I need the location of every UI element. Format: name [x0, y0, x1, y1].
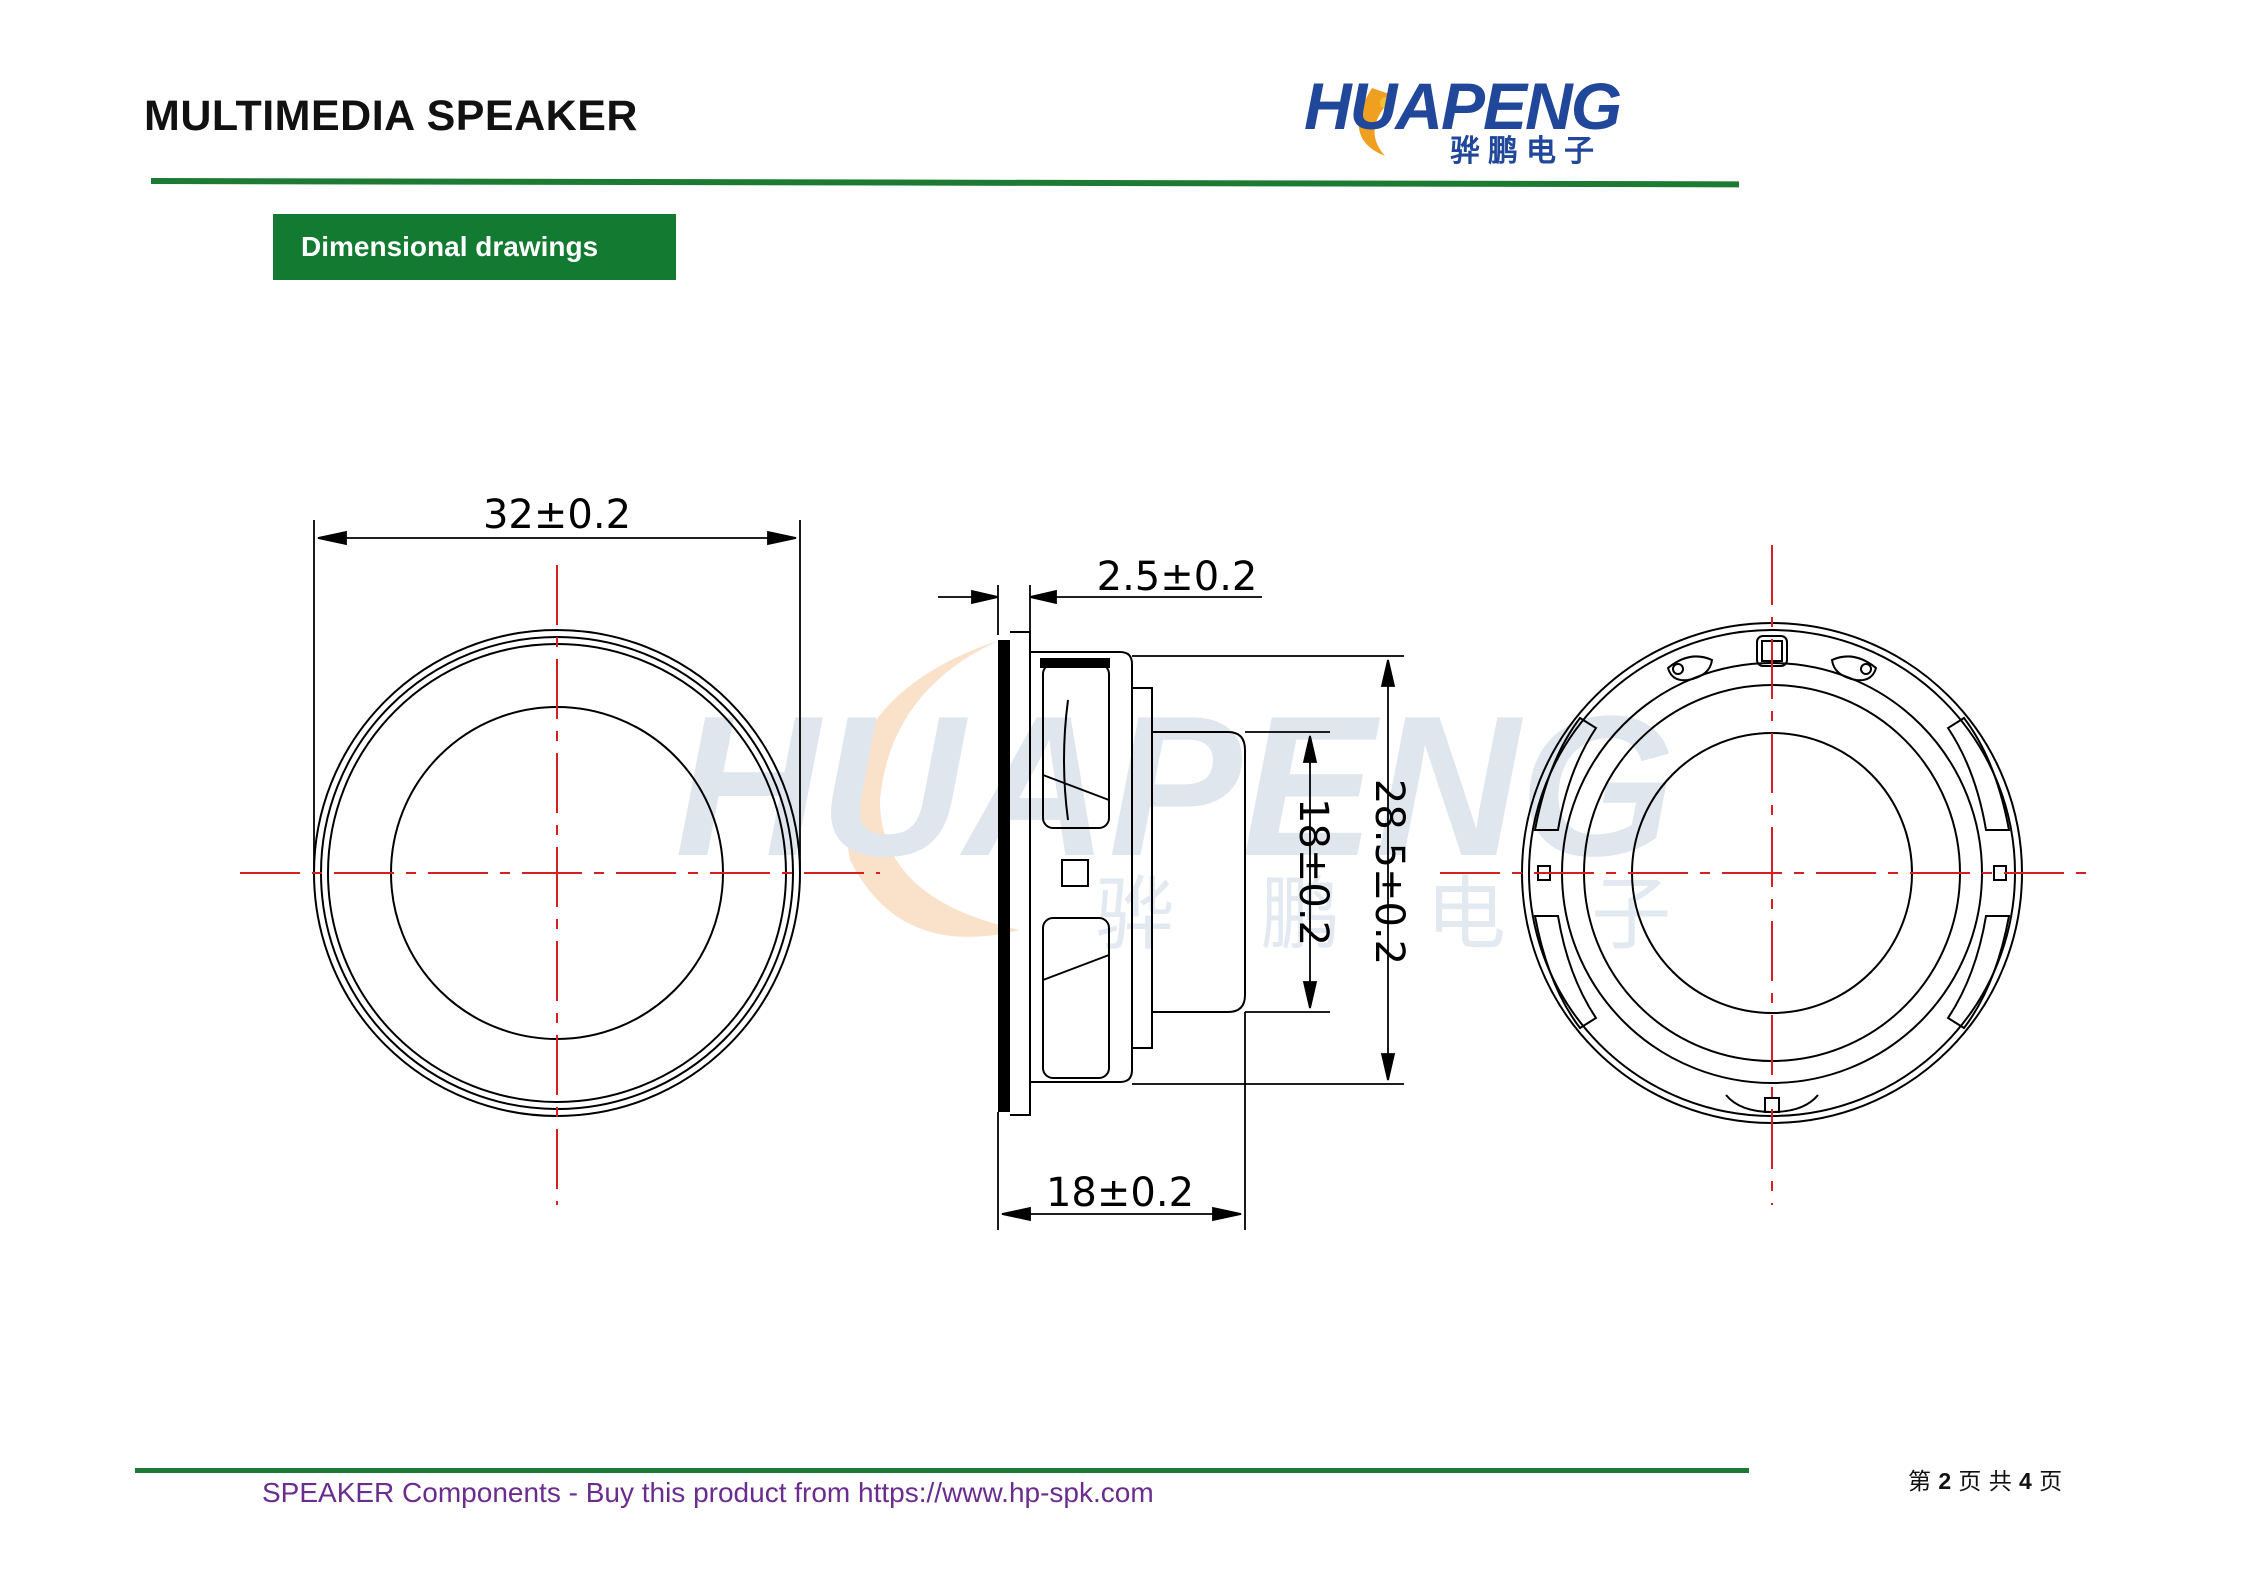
logo-chinese-name: 骅鹏电子 — [1450, 134, 1602, 169]
logo-swoosh-icon — [1358, 88, 1395, 156]
section-heading: Dimensional drawings — [273, 214, 676, 280]
page-prefix: 第 — [1908, 1469, 1931, 1495]
watermark: HUAPENG 骅 鹏 电 子 — [675, 640, 1675, 961]
watermark-wordmark: HUAPENG — [675, 675, 1675, 898]
page-suffix: 页 — [2039, 1469, 2063, 1495]
dim-depth: 18±0.2 — [1046, 1170, 1194, 1216]
company-logo: HUAPENG 骅鹏电子 — [1300, 48, 1630, 169]
dim-magnet-diameter: 18±0.2 — [1290, 798, 1336, 946]
page-current: 2 — [1938, 1468, 1952, 1494]
footer-link-text[interactable]: SPEAKER Components - Buy this product fr… — [262, 1477, 1154, 1508]
logo-wordmark: HUAPENG — [1304, 69, 1622, 143]
dim-frame-height: 28.5±0.2 — [1366, 779, 1412, 965]
dim-flange-thickness: 2.5±0.2 — [1097, 554, 1258, 600]
page-total: 4 — [2019, 1468, 2032, 1494]
rear-centerlines — [1440, 545, 2095, 1205]
dim-outer-diameter: 32±0.2 — [483, 492, 631, 538]
page-number: 第 2 页 共 4 页 — [1908, 1462, 2062, 1496]
front-dimension — [313, 520, 801, 870]
side-dimensions — [938, 585, 1404, 1230]
front-centerlines — [240, 565, 880, 1205]
page-mid: 页 共 — [1958, 1469, 2012, 1495]
side-view — [998, 631, 1246, 1116]
footer-divider — [135, 1468, 1749, 1473]
page-title: MULTIMEDIA SPEAKER — [144, 92, 638, 140]
